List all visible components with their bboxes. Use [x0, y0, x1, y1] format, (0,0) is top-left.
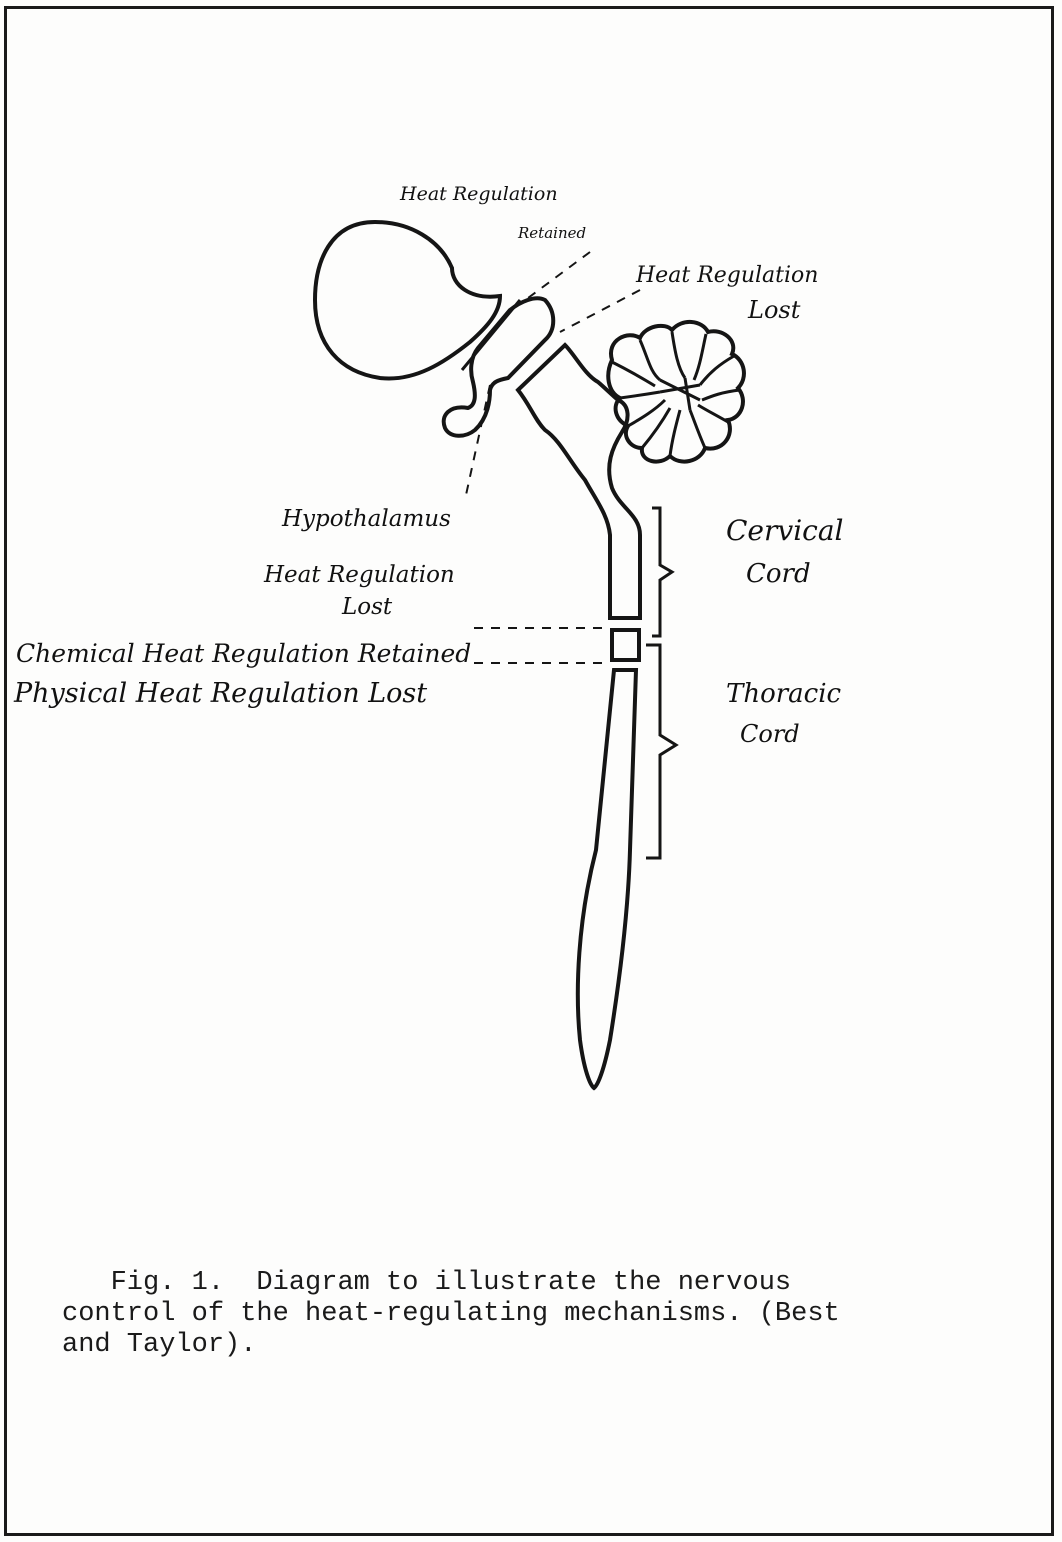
brainstem-outline: [444, 298, 554, 435]
label-heat-regulation-lost-top-2: Lost: [747, 296, 801, 324]
cerebellum: [608, 322, 744, 462]
caption-line-3: and Taylor).: [62, 1330, 1002, 1361]
caption-line-1: Fig. 1. Diagram to illustrate the nervou…: [62, 1268, 1002, 1299]
label-chemical-heat-regulation-retained: Chemical Heat Regulation Retained: [16, 639, 471, 668]
thoracic-brace: [646, 645, 676, 858]
label-physical-heat-regulation-lost: Physical Heat Regulation Lost: [13, 678, 427, 709]
label-hypothalamus: Hypothalamus: [281, 506, 451, 532]
label-heat-regulation-retained-1: Heat Regulation: [399, 183, 558, 205]
label-heat-regulation-retained-2: Retained: [517, 224, 586, 242]
label-cervical-1: Cervical: [726, 514, 843, 547]
label-cervical-2: Cord: [746, 559, 811, 589]
caption-line-2: control of the heat-regulating mechanism…: [62, 1299, 1002, 1330]
label-thoracic-1: Thoracic: [726, 679, 842, 709]
thoracic-cord: [578, 670, 636, 1088]
cord-cut-segment: [612, 630, 639, 660]
hypothalamus-cut: [462, 300, 520, 370]
figure-caption: Fig. 1. Diagram to illustrate the nervou…: [62, 1268, 1002, 1361]
label-heat-regulation-lost-top-1: Heat Regulation: [635, 263, 818, 288]
medulla-outline: [518, 345, 640, 618]
cervical-brace: [652, 508, 672, 636]
label-thoracic-2: Cord: [740, 720, 800, 748]
label-heat-regulation-lost-mid-2: Lost: [341, 594, 393, 620]
label-heat-regulation-lost-mid-1: Heat Regulation: [263, 562, 455, 588]
